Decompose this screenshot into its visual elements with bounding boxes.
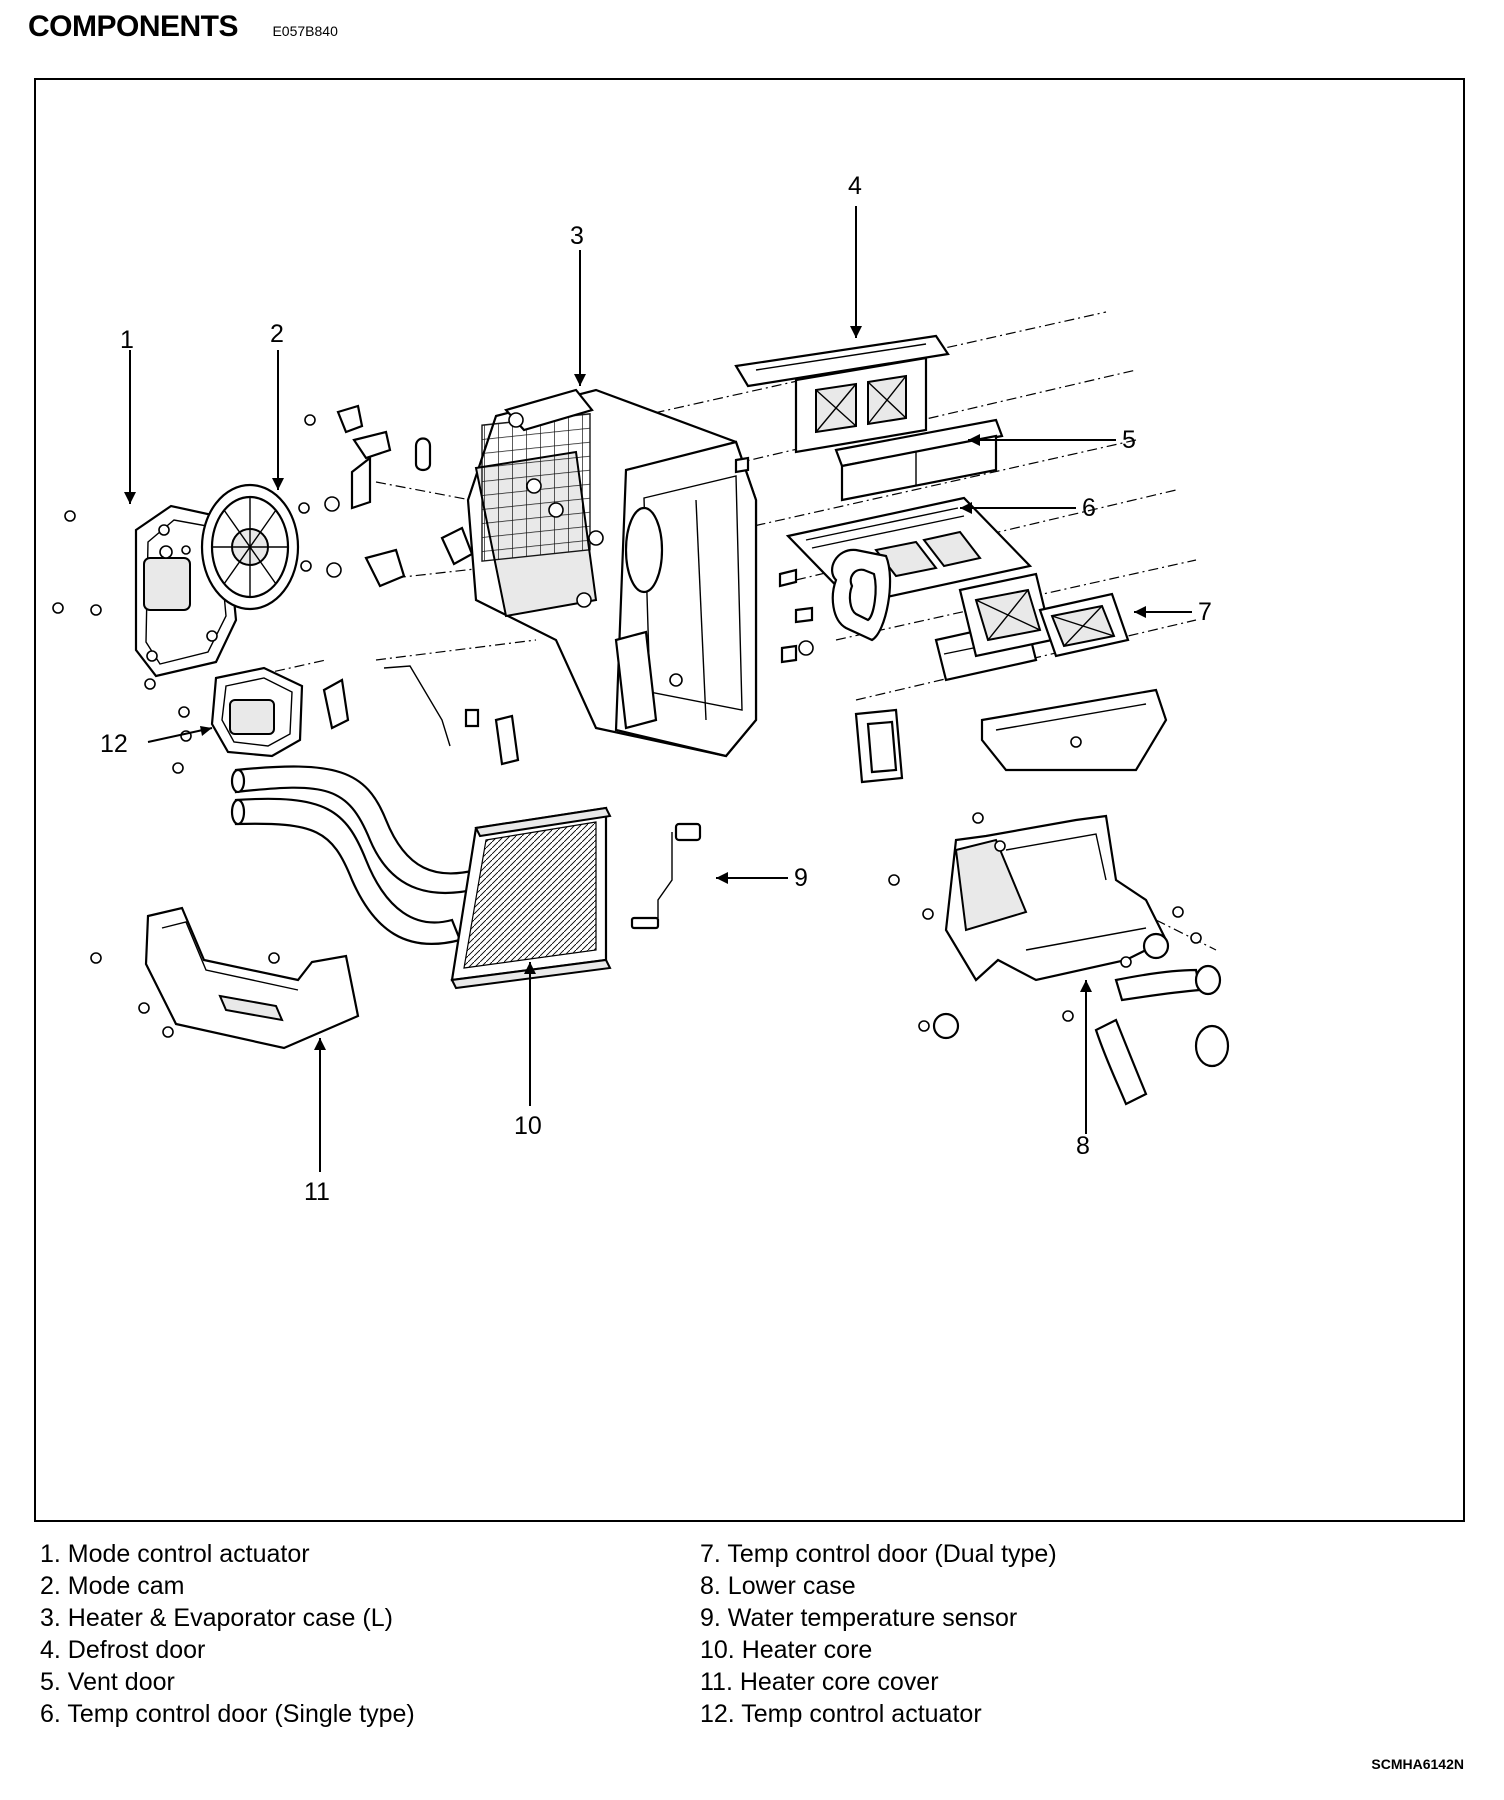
water-temperature-sensor bbox=[630, 822, 702, 930]
temp-control-actuator bbox=[144, 666, 304, 774]
callout-3: 3 bbox=[570, 222, 584, 250]
callout-12: 12 bbox=[100, 730, 128, 758]
legend-item: 12. Temp control actuator bbox=[700, 1700, 982, 1728]
legend-item: 7. Temp control door (Dual type) bbox=[700, 1540, 1057, 1568]
callout-10: 10 bbox=[514, 1112, 542, 1140]
callout-8: 8 bbox=[1076, 1132, 1090, 1160]
legend-item: 5. Vent door bbox=[40, 1668, 175, 1696]
legend-item: 1. Mode control actuator bbox=[40, 1540, 310, 1568]
defrost-door bbox=[734, 334, 950, 454]
callout-1: 1 bbox=[120, 326, 134, 354]
callout-9: 9 bbox=[794, 864, 808, 892]
legend-item: 8. Lower case bbox=[700, 1572, 856, 1600]
callout-5: 5 bbox=[1122, 426, 1136, 454]
callout-7: 7 bbox=[1198, 598, 1212, 626]
linkage-parts bbox=[298, 404, 520, 766]
legend-item: 2. Mode cam bbox=[40, 1572, 185, 1600]
heater-core-cover bbox=[90, 906, 360, 1050]
callout-4: 4 bbox=[848, 172, 862, 200]
callout-6: 6 bbox=[1082, 494, 1096, 522]
document-code: E057B840 bbox=[272, 23, 338, 39]
figure-code: SCMHA6142N bbox=[1371, 1756, 1464, 1772]
page-header: COMPONENTS E057B840 bbox=[28, 10, 338, 50]
duct-ring bbox=[854, 708, 904, 784]
page-title: COMPONENTS bbox=[28, 10, 239, 43]
callout-11: 11 bbox=[304, 1178, 330, 1206]
callout-labels: 1 2 3 4 5 6 7 8 9 10 11 12 bbox=[100, 172, 1212, 1206]
parts-legend-left: 1. Mode control actuator 2. Mode cam 3. … bbox=[40, 1538, 415, 1730]
legend-item: 3. Heater & Evaporator case (L) bbox=[40, 1604, 393, 1632]
legend-item: 10. Heater core bbox=[700, 1636, 873, 1664]
legend-item: 9. Water temperature sensor bbox=[700, 1604, 1018, 1632]
heater-core bbox=[230, 765, 612, 990]
parts-legend-right: 7. Temp control door (Dual type) 8. Lowe… bbox=[700, 1538, 1057, 1730]
leader-lines bbox=[124, 206, 1192, 1172]
diagram-frame: 1 2 3 4 5 6 7 8 9 10 11 12 bbox=[34, 78, 1465, 1522]
mode-cam bbox=[159, 483, 300, 611]
legend-item: 4. Defrost door bbox=[40, 1636, 206, 1664]
lower-tray bbox=[980, 688, 1168, 772]
legend-item: 6. Temp control door (Single type) bbox=[40, 1700, 415, 1728]
heater-evaporator-case bbox=[466, 388, 814, 758]
callout-2: 2 bbox=[270, 320, 284, 348]
vent-door bbox=[834, 418, 1004, 502]
temp-control-door-single bbox=[785, 496, 1038, 682]
exploded-view-diagram: 1 2 3 4 5 6 7 8 9 10 11 12 bbox=[52, 172, 1230, 1206]
lower-case bbox=[888, 812, 1230, 1106]
temp-control-door-dual bbox=[958, 572, 1130, 658]
legend-item: 11. Heater core cover bbox=[700, 1668, 939, 1696]
